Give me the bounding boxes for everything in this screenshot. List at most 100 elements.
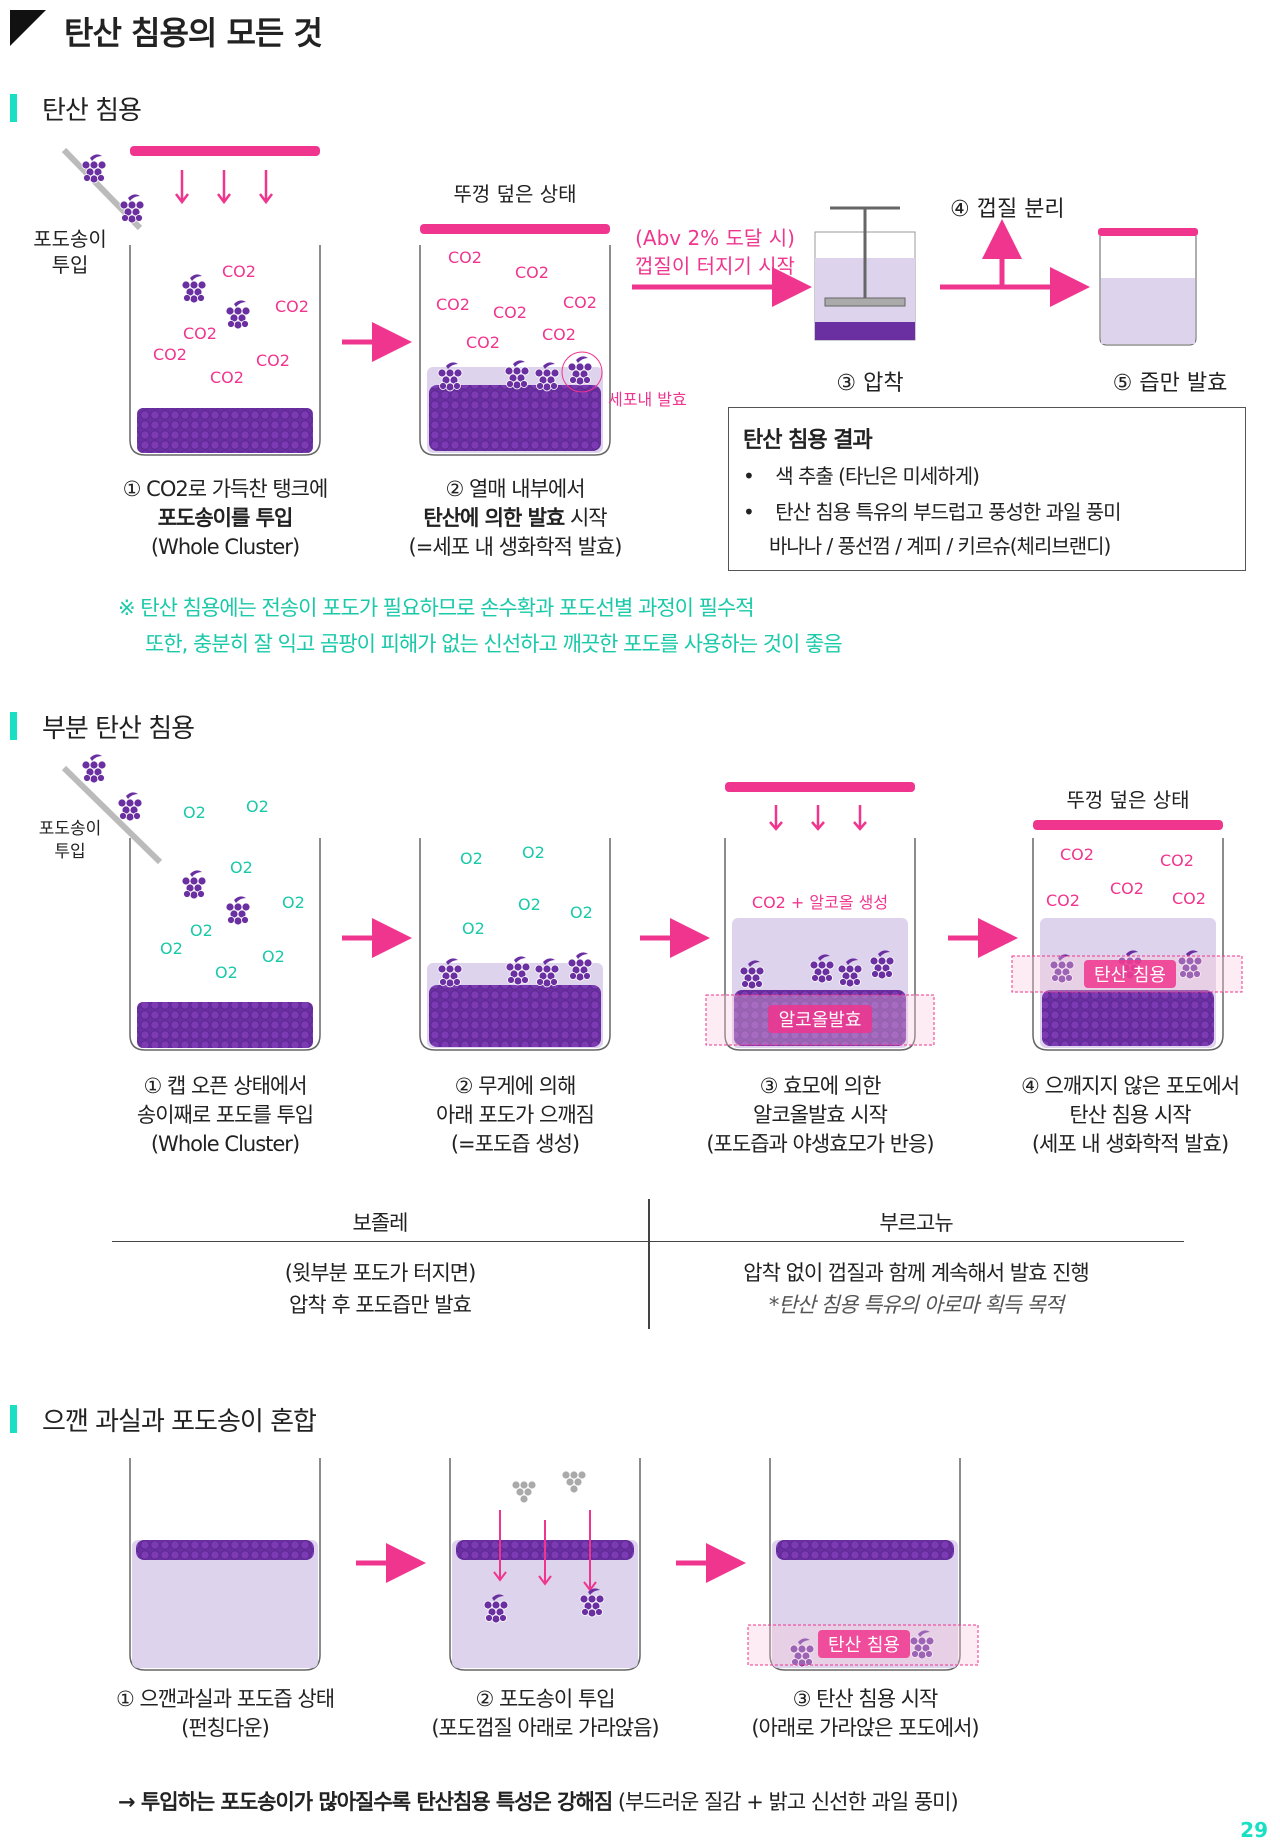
caption-line: ② 포도송이 투입 bbox=[475, 1687, 615, 1711]
burst-note: (Abv 2% 도달 시) 껍질이 터지기 시작 bbox=[620, 224, 810, 280]
chute-icon bbox=[61, 765, 163, 865]
s2-step3-caption: ③ 효모에 의한 알코올발효 시작 (포도즙과 야생효모가 반응) bbox=[680, 1072, 960, 1159]
result-item-3: 바나나 / 풍선껌 / 계피 / 키르슈(체리브랜디) bbox=[769, 534, 1111, 558]
result-box: 탄산 침용 결과 • 색 추출 (타닌은 미세하게) • 탄산 침용 특유의 부… bbox=[728, 407, 1246, 571]
s1-step1-caption: ① CO2로 가득찬 탱크에 포도송이를 투입 (Whole Cluster) bbox=[95, 475, 355, 562]
grape-icon bbox=[225, 299, 251, 330]
grape-icon bbox=[119, 193, 145, 224]
grape-icon bbox=[225, 896, 251, 926]
s3-tank-2 bbox=[449, 1458, 641, 1671]
page-title: 탄산 침용의 모든 것 bbox=[64, 14, 323, 52]
grape-icon bbox=[567, 355, 593, 386]
bottom-note: → 투입하는 포도송이가 많아질수록 탄산침용 특성은 강해짐 (부드러운 질감… bbox=[118, 1786, 959, 1816]
caption-line: (세포 내 생화학적 발효) bbox=[1031, 1132, 1229, 1156]
svg-text:CO2: CO2 bbox=[275, 297, 309, 316]
caption-rest: 시작 bbox=[564, 506, 608, 530]
caption-line: ② 열매 내부에서 bbox=[445, 477, 585, 501]
carbonic-tag: 탄산 침용 bbox=[828, 1635, 900, 1656]
o2-labels-tank2: O2 O2 O2 O2 O2 bbox=[460, 843, 593, 938]
caption-line: ① CO2로 가득찬 탱크에 bbox=[122, 477, 329, 501]
s2-tank-3 bbox=[705, 782, 935, 1051]
co2-labels-tank4: CO2 CO2 CO2 CO2 CO2 bbox=[1046, 845, 1206, 910]
s2-step2-caption: ② 무게에 의해 아래 포도가 으깨짐 (=포도즙 생성) bbox=[385, 1072, 645, 1159]
svg-text:CO2: CO2 bbox=[563, 293, 597, 312]
svg-text:CO2: CO2 bbox=[515, 263, 549, 282]
o2-labels-tank1: O2 O2 O2 O2 O2 O2 O2 O2 bbox=[160, 797, 305, 982]
caption-line: ③ 탄산 침용 시작 bbox=[792, 1687, 939, 1711]
svg-text:O2: O2 bbox=[230, 858, 253, 877]
cell-ferment-tag: 세포내 발효 bbox=[608, 390, 687, 409]
result-title: 탄산 침용 결과 bbox=[743, 428, 873, 453]
note-line-2: 또한, 충분히 잘 익고 곰팡이 피해가 없는 신선하고 깨끗한 포도를 사용하… bbox=[145, 632, 843, 656]
svg-text:CO2: CO2 bbox=[1160, 851, 1194, 870]
grape-icon bbox=[504, 359, 530, 390]
section-title-partial: 부분 탄산 침용 bbox=[42, 714, 195, 744]
caption-line: ③ 효모에 의한 bbox=[759, 1074, 882, 1098]
caption-line: ① 캡 오픈 상태에서 bbox=[143, 1074, 307, 1098]
grape-icon bbox=[437, 958, 463, 988]
svg-text:CO2: CO2 bbox=[1110, 879, 1144, 898]
table-divider bbox=[648, 1199, 650, 1329]
caption-line: ① 으깬과실과 포도즙 상태 bbox=[115, 1687, 335, 1711]
table-header-bourgogne: 부르고뉴 bbox=[879, 1211, 953, 1235]
svg-text:CO2: CO2 bbox=[222, 262, 256, 281]
title-triangle-icon bbox=[10, 10, 46, 46]
svg-text:O2: O2 bbox=[570, 903, 593, 922]
result-item-2: • 탄산 침용 특유의 부드럽고 풍성한 과일 풍미 bbox=[743, 500, 1122, 524]
caption-line: (펀칭다운) bbox=[181, 1716, 270, 1740]
lid-icon bbox=[130, 146, 320, 156]
grape-icon bbox=[561, 1470, 587, 1494]
caption-line: 탄산 침용 시작 bbox=[1069, 1103, 1191, 1127]
s2-step1-caption: ① 캡 오픈 상태에서 송이째로 포도를 투입 (Whole Cluster) bbox=[95, 1072, 355, 1159]
press-label: ③ 압착 bbox=[836, 371, 904, 396]
svg-text:O2: O2 bbox=[282, 893, 305, 912]
grape-icon bbox=[534, 958, 560, 988]
svg-text:CO2: CO2 bbox=[1046, 891, 1080, 910]
svg-text:CO2: CO2 bbox=[153, 345, 187, 364]
insert-label: 포도송이 투입 bbox=[38, 819, 102, 862]
cell-line: (윗부분 포도가 터지면) bbox=[284, 1261, 477, 1285]
svg-text:CO2: CO2 bbox=[256, 351, 290, 370]
burst-line2: 껍질이 터지기 시작 bbox=[635, 254, 795, 278]
s3-tank-1 bbox=[129, 1458, 321, 1671]
caption-line: (포도껍질 아래로 가라앉음) bbox=[431, 1716, 659, 1740]
svg-text:O2: O2 bbox=[246, 797, 269, 816]
grape-icon bbox=[81, 754, 107, 784]
note-line-1: ※ 탄산 침용에는 전송이 포도가 필요하므로 손수확과 포도선별 과정이 필수… bbox=[118, 596, 755, 620]
svg-text:CO2: CO2 bbox=[1060, 845, 1094, 864]
co2-alcohol-label: CO2 + 알코올 생성 bbox=[752, 893, 888, 912]
table-cell-bourgogne: 압착 없이 껍질과 함께 계속해서 발효 진행 *탄산 침용 특유의 아로마 획… bbox=[648, 1257, 1184, 1321]
svg-text:O2: O2 bbox=[160, 939, 183, 958]
s3-step1-caption: ① 으깬과실과 포도즙 상태 (펀칭다운) bbox=[80, 1685, 370, 1743]
grape-icon bbox=[534, 361, 560, 392]
lid-closed-label: 뚜껑 덮은 상태 bbox=[1066, 788, 1190, 812]
svg-text:CO2: CO2 bbox=[493, 303, 527, 322]
caption-line: 포도송이를 투입 bbox=[157, 506, 294, 530]
section-marker bbox=[10, 712, 17, 740]
lid-icon bbox=[420, 224, 610, 234]
caption-line: (Whole Cluster) bbox=[150, 535, 300, 559]
co2-labels-tank2: CO2 CO2 CO2 CO2 CO2 CO2 CO2 bbox=[436, 248, 597, 352]
svg-text:O2: O2 bbox=[262, 947, 285, 966]
grape-icon bbox=[181, 870, 207, 900]
svg-text:CO2: CO2 bbox=[1172, 889, 1206, 908]
section-title-carbonic: 탄산 침용 bbox=[42, 96, 142, 126]
bottom-note-bold: → 투입하는 포도송이가 많아질수록 탄산침용 특성은 강해짐 bbox=[118, 1790, 613, 1814]
grape-icon bbox=[505, 956, 531, 986]
section-marker bbox=[10, 94, 17, 122]
lid-closed-label: 뚜껑 덮은 상태 bbox=[453, 182, 577, 206]
insert-label: 포도송이 투입 bbox=[33, 227, 107, 277]
caption-line: ② 무게에 의해 bbox=[454, 1074, 577, 1098]
caption-line: (포도즙과 야생효모가 반응) bbox=[706, 1132, 934, 1156]
table-cell-beaujolais: (윗부분 포도가 터지면) 압착 후 포도즙만 발효 bbox=[112, 1257, 648, 1321]
s2-tank-1 bbox=[61, 754, 321, 1051]
juice-label: ⑤ 즙만 발효 bbox=[1112, 371, 1228, 396]
burst-line1: (Abv 2% 도달 시) bbox=[635, 226, 795, 250]
tank-1 bbox=[61, 146, 321, 456]
cell-line: 압착 없이 껍질과 함께 계속해서 발효 진행 bbox=[743, 1261, 1090, 1285]
svg-text:CO2: CO2 bbox=[542, 325, 576, 344]
lid-icon bbox=[1033, 820, 1223, 830]
svg-text:O2: O2 bbox=[518, 895, 541, 914]
grape-icon bbox=[81, 153, 107, 184]
